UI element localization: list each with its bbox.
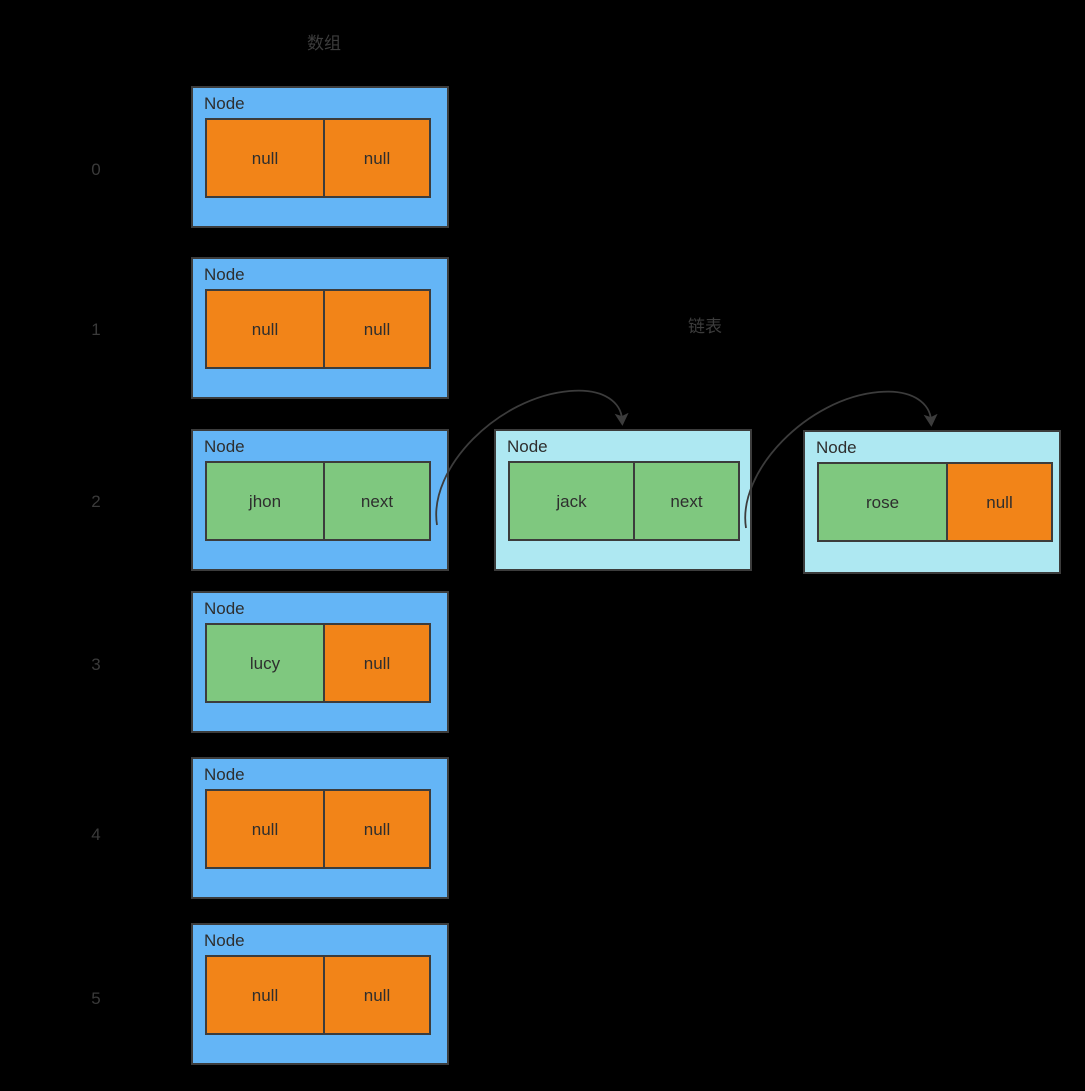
node-fields: rose null — [817, 462, 1053, 542]
node-fields: null null — [205, 789, 431, 869]
node-type-label: Node — [204, 265, 245, 284]
list-node-rose[interactable]: Node rose null — [803, 430, 1061, 574]
node-next-field: next — [633, 461, 740, 541]
array-node-4[interactable]: Node null null — [191, 757, 449, 899]
node-next-field: null — [323, 623, 431, 703]
array-index-3: 3 — [91, 655, 101, 674]
array-index-0: 0 — [91, 160, 101, 179]
node-value-field: rose — [817, 462, 948, 542]
node-next-field: null — [323, 789, 431, 869]
node-type-label: Node — [204, 931, 245, 950]
node-fields: lucy null — [205, 623, 431, 703]
node-next-field: null — [323, 955, 431, 1035]
array-index-5: 5 — [91, 989, 101, 1008]
array-section-caption: 数组 — [307, 34, 341, 54]
node-type-label: Node — [507, 437, 548, 456]
array-node-2[interactable]: Node jhon next — [191, 429, 449, 571]
node-next-field: null — [323, 289, 431, 369]
array-node-3[interactable]: Node lucy null — [191, 591, 449, 733]
array-index-1: 1 — [91, 320, 101, 339]
node-fields: jack next — [508, 461, 740, 541]
node-type-label: Node — [204, 437, 245, 456]
node-value-field: null — [205, 118, 325, 198]
node-fields: null null — [205, 955, 431, 1035]
node-next-field: null — [323, 118, 431, 198]
array-index-4: 4 — [91, 825, 101, 844]
node-type-label: Node — [816, 438, 857, 457]
node-type-label: Node — [204, 765, 245, 784]
array-node-1[interactable]: Node null null — [191, 257, 449, 399]
node-value-field: null — [205, 289, 325, 369]
list-node-jack[interactable]: Node jack next — [494, 429, 752, 571]
node-value-field: null — [205, 789, 325, 869]
node-fields: jhon next — [205, 461, 431, 541]
node-fields: null null — [205, 118, 431, 198]
node-next-field: next — [323, 461, 431, 541]
array-index-2: 2 — [91, 492, 101, 511]
node-type-label: Node — [204, 599, 245, 618]
node-type-label: Node — [204, 94, 245, 113]
node-value-field: null — [205, 955, 325, 1035]
array-node-0[interactable]: Node null null — [191, 86, 449, 228]
node-fields: null null — [205, 289, 431, 369]
node-value-field: jhon — [205, 461, 325, 541]
node-next-field: null — [946, 462, 1053, 542]
node-value-field: jack — [508, 461, 635, 541]
node-value-field: lucy — [205, 623, 325, 703]
array-node-5[interactable]: Node null null — [191, 923, 449, 1065]
linked-list-section-caption: 链表 — [688, 317, 722, 337]
